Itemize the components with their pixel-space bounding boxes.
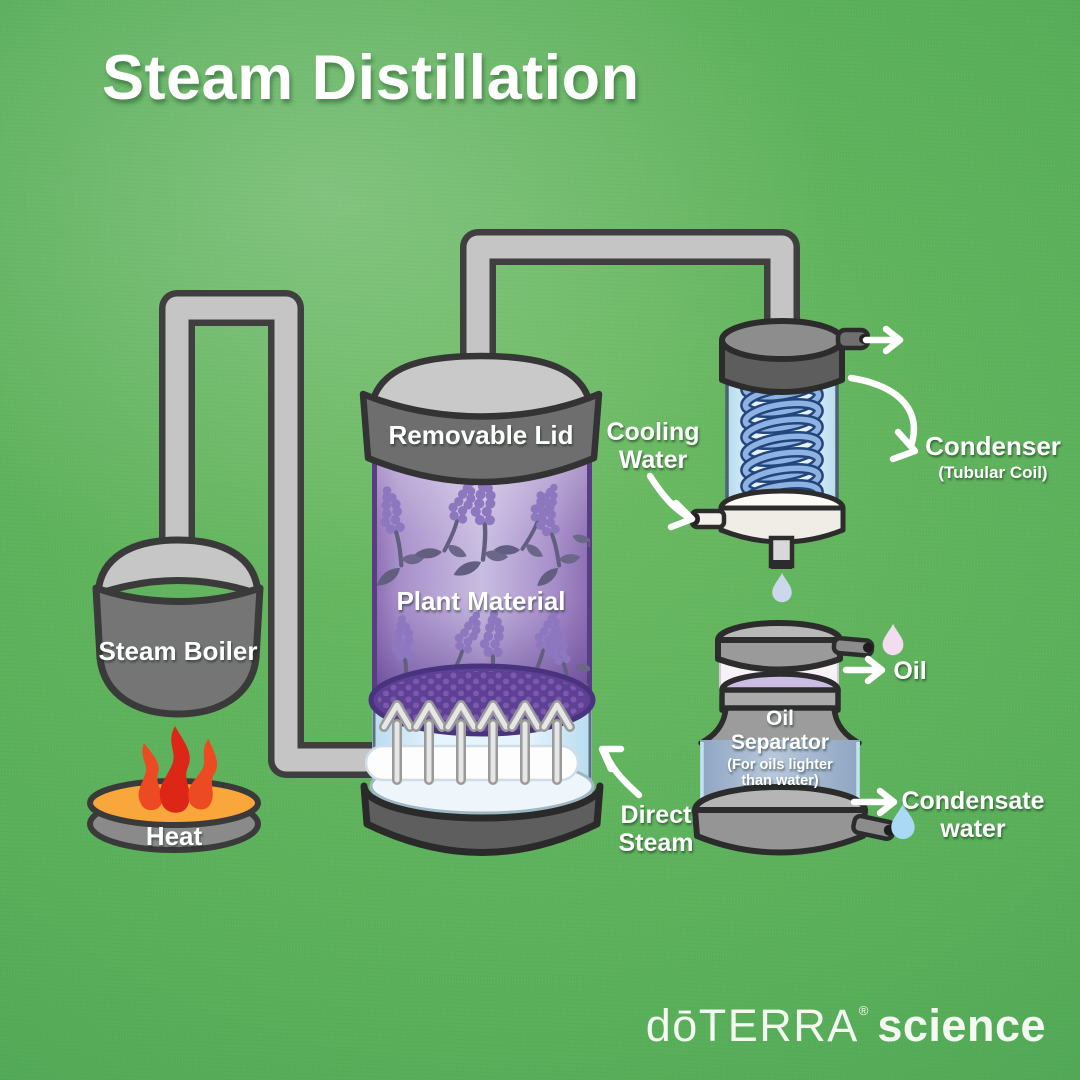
plant-material-label: Plant Material xyxy=(396,586,566,616)
condenser-subtitle: (Tubular Coil) xyxy=(938,463,1048,483)
oil-label: Oil xyxy=(893,657,927,685)
condensate-outlet xyxy=(768,535,795,569)
oil-separator-unit xyxy=(692,620,897,856)
steam-boiler-label: Steam Boiler xyxy=(98,636,258,666)
condenser-line1: Condenser xyxy=(925,431,1061,461)
direct-steam-label: Direct Steam xyxy=(618,801,693,857)
condensate-arrow-icon xyxy=(850,787,898,817)
page-title: Steam Distillation xyxy=(102,43,640,113)
steam-boiler-vessel xyxy=(92,536,264,718)
condensate-line1: Condensate xyxy=(901,787,1045,815)
direct-steam-arrow-icon xyxy=(598,745,643,799)
condensate-line2: water xyxy=(940,815,1006,843)
vapor-out-arrow-icon xyxy=(862,325,904,355)
brand-logo: dōTERRA® science xyxy=(646,1000,1046,1052)
direct-steam-line2: Steam xyxy=(618,829,694,857)
cooling-water-line1: Cooling xyxy=(606,418,700,446)
condensate-droplet-icon xyxy=(772,573,792,603)
oil-droplet-icon xyxy=(882,624,904,656)
cooling-water-arrow-icon xyxy=(646,472,696,531)
removable-lid-label: Removable Lid xyxy=(388,420,574,450)
heat-label: Heat xyxy=(145,821,203,851)
separator-note-label: (For oils lighter than water) xyxy=(727,757,833,789)
oil-separator-line1: Oil xyxy=(765,707,795,730)
trademark-symbol: ® xyxy=(858,1003,869,1018)
boiler-steam-pipe xyxy=(159,290,385,778)
cooling-water-line2: Water xyxy=(618,446,688,474)
oil-arrow-icon xyxy=(842,655,886,685)
steam-arrows xyxy=(379,700,575,785)
oil-spout xyxy=(831,635,875,658)
brand-suffix: science xyxy=(877,1000,1046,1051)
direct-steam-line1: Direct xyxy=(620,801,692,829)
condenser-unit xyxy=(689,318,871,603)
flame-icon xyxy=(132,726,221,813)
condensate-water-label: Condensate water xyxy=(901,787,1044,843)
removable-lid-shape xyxy=(359,352,603,486)
oil-separator-line2: Separator xyxy=(730,730,830,754)
condenser-label: Condenser (Tubular Coil) xyxy=(925,431,1061,483)
vessel-base xyxy=(360,782,604,856)
water-spout xyxy=(851,813,897,842)
separator-note-line2: than water) xyxy=(741,773,819,790)
oil-separator-label: Oil Separator xyxy=(731,707,829,754)
cooling-water-label: Cooling Water xyxy=(606,418,699,474)
heat-source xyxy=(87,726,261,853)
brand-name: dōTERRA xyxy=(645,1000,859,1051)
distillation-vessel xyxy=(359,352,604,856)
condenser-pointer-arrow-icon xyxy=(847,374,919,463)
vapor-pipe xyxy=(460,229,800,402)
cooling-water-inlet-stub xyxy=(689,508,727,530)
separator-note-line1: (For oils lighter xyxy=(727,757,833,773)
